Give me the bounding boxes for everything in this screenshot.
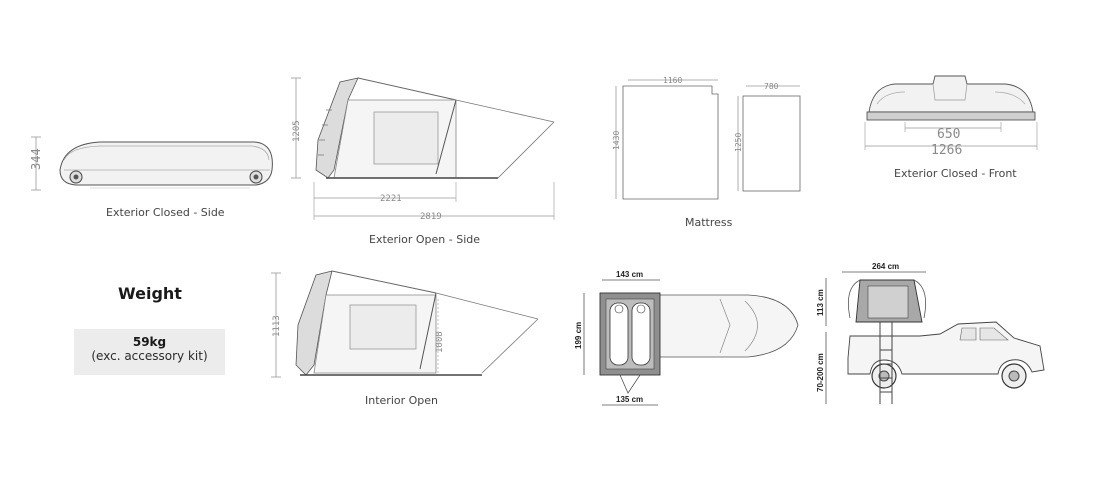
dim-truck-width: 264 cm — [872, 262, 899, 271]
dim-closed-height: 344 — [29, 148, 43, 170]
dim-interior-height: 1113 — [272, 315, 282, 337]
dim-front-inner-width: 650 — [937, 127, 960, 142]
dim-open-total-length: 2819 — [420, 212, 442, 222]
dim-mattress-length: 1430 — [612, 131, 621, 150]
side-view-truck-drawing: 264 cm 113 cm 70-200 cm — [810, 258, 1055, 410]
caption-mattress: Mattress — [685, 216, 733, 229]
dim-open-inner-length: 2221 — [380, 194, 402, 204]
closed-side-svg: 344 — [29, 136, 273, 191]
weight-value: 59kg — [132, 335, 167, 349]
top-view-svg: 143 cm 199 cm 135 cm — [574, 270, 799, 406]
dim-truck-tent-height: 113 cm — [816, 289, 825, 316]
caption-interior-open: Interior Open — [365, 394, 439, 407]
dim-open-height: 1205 — [292, 120, 302, 142]
dim-truck-ladder-height: 70-200 cm — [816, 353, 825, 392]
weight-title: Weight — [118, 284, 182, 303]
dim-top-length: 199 cm — [574, 322, 583, 349]
weight-note: (exc. accessory kit) — [91, 349, 208, 363]
dim-interior-small-height: 1008 — [435, 331, 445, 353]
caption-closed-front: Exterior Closed - Front — [894, 167, 1017, 180]
top-view-truck-drawing: 143 cm 199 cm 135 cm — [570, 265, 805, 410]
dim-front-total-width: 1266 — [931, 143, 962, 158]
dim-top-bottom-width: 135 cm — [616, 395, 643, 404]
side-view-svg: 264 cm 113 cm 70-200 cm — [816, 262, 1045, 404]
exterior-closed-side-drawing: 344 — [20, 130, 290, 200]
weight-box: 59kg (exc. accessory kit) — [74, 329, 225, 375]
caption-open-side: Exterior Open - Side — [369, 233, 480, 246]
open-side-svg: 1205 2221 2819 — [291, 77, 555, 222]
caption-closed-side: Exterior Closed - Side — [106, 206, 225, 219]
exterior-open-side-drawing: 1205 2221 2819 — [288, 70, 563, 225]
dim-top-width: 143 cm — [616, 270, 643, 279]
mattress-drawing: 1160 1430 780 1250 — [610, 72, 810, 202]
mattress-svg: 1160 1430 780 1250 — [612, 76, 801, 200]
dim-mattress-small-length: 1250 — [734, 133, 743, 152]
exterior-closed-front-drawing: 650 1266 — [855, 70, 1045, 160]
interior-open-drawing: 1113 1008 — [270, 265, 550, 385]
dim-mattress-width: 1160 — [663, 76, 682, 85]
closed-front-svg: 650 1266 — [864, 75, 1038, 158]
dim-mattress-small-width: 780 — [764, 82, 779, 91]
interior-open-svg: 1113 1008 — [271, 270, 539, 378]
